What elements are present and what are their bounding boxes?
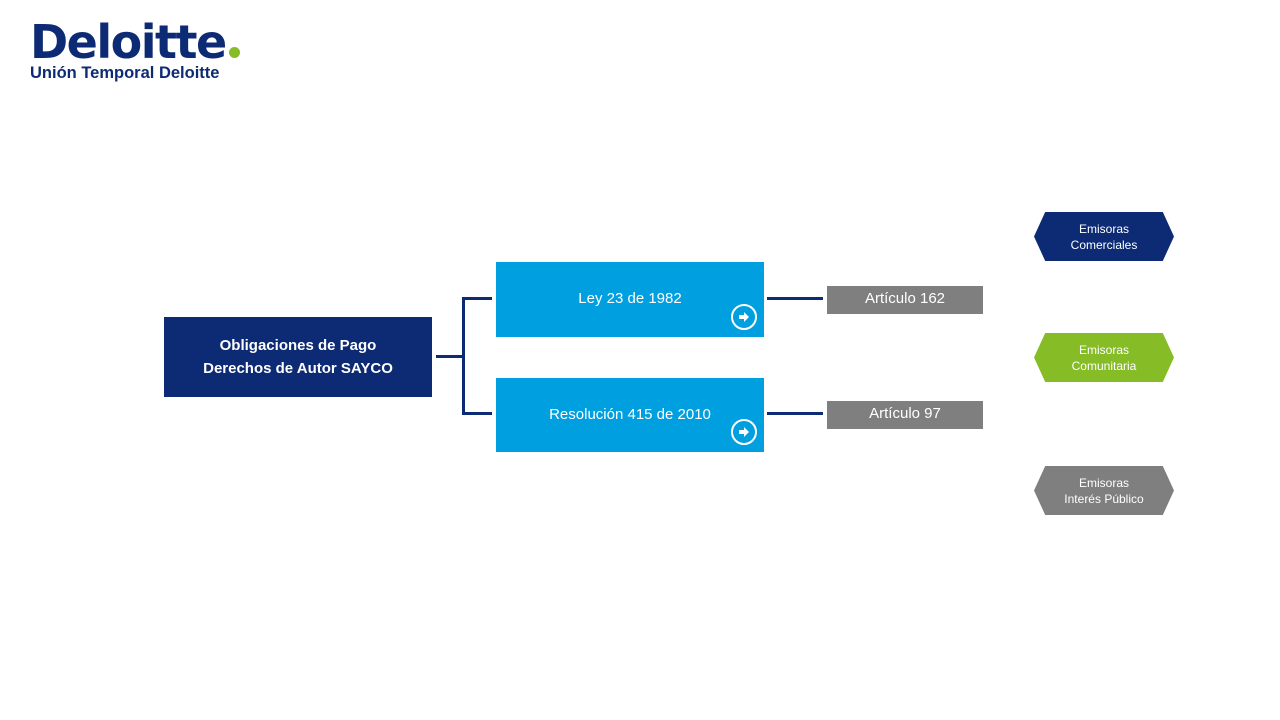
article-box-162: Artículo 162: [827, 286, 983, 314]
deloitte-logo: Deloitte Unión Temporal Deloitte: [30, 14, 240, 82]
root-obligations-box: Obligaciones de Pago Derechos de Autor S…: [164, 317, 432, 397]
hex-line-1: Emisoras: [1078, 342, 1129, 357]
hex-line-2: Comerciales: [1070, 237, 1138, 252]
connector-trunk-to-law-1: [462, 297, 492, 300]
connector-law-1-to-article: [767, 297, 823, 300]
arrow-circle-right-icon[interactable]: [731, 304, 757, 330]
root-title-line-1: Obligaciones de Pago: [219, 337, 377, 354]
hex-emisoras-comunitaria: Emisoras Comunitaria: [1034, 333, 1174, 382]
hex-line-2: Interés Público: [1064, 491, 1144, 506]
hex-line-1: Emisoras: [1078, 475, 1129, 490]
hex-emisoras-interes-publico: Emisoras Interés Público: [1034, 466, 1174, 515]
hex-line-1: Emisoras: [1078, 221, 1129, 236]
connector-law-2-to-article: [767, 412, 823, 415]
logo-wordmark: Deloitte: [30, 15, 227, 69]
law-label: Ley 23 de 1982: [578, 290, 682, 307]
hex-line-2: Comunitaria: [1071, 358, 1137, 373]
article-box-97: Artículo 97: [827, 401, 983, 429]
connector-trunk-to-law-2: [462, 412, 492, 415]
logo-green-dot: [228, 47, 240, 58]
arrow-circle-right-icon[interactable]: [731, 419, 757, 445]
law-box-resolucion-415-2010[interactable]: Resolución 415 de 2010: [496, 378, 764, 452]
root-title-line-2: Derechos de Autor SAYCO: [203, 360, 393, 377]
law-box-ley-23-1982[interactable]: Ley 23 de 1982: [496, 262, 764, 337]
law-label: Resolución 415 de 2010: [549, 406, 711, 423]
logo-subtitle: Unión Temporal Deloitte: [30, 64, 220, 82]
hex-emisoras-comerciales: Emisoras Comerciales: [1034, 212, 1174, 261]
connector-root-to-trunk: [436, 355, 463, 358]
connector-trunk: [462, 297, 465, 415]
